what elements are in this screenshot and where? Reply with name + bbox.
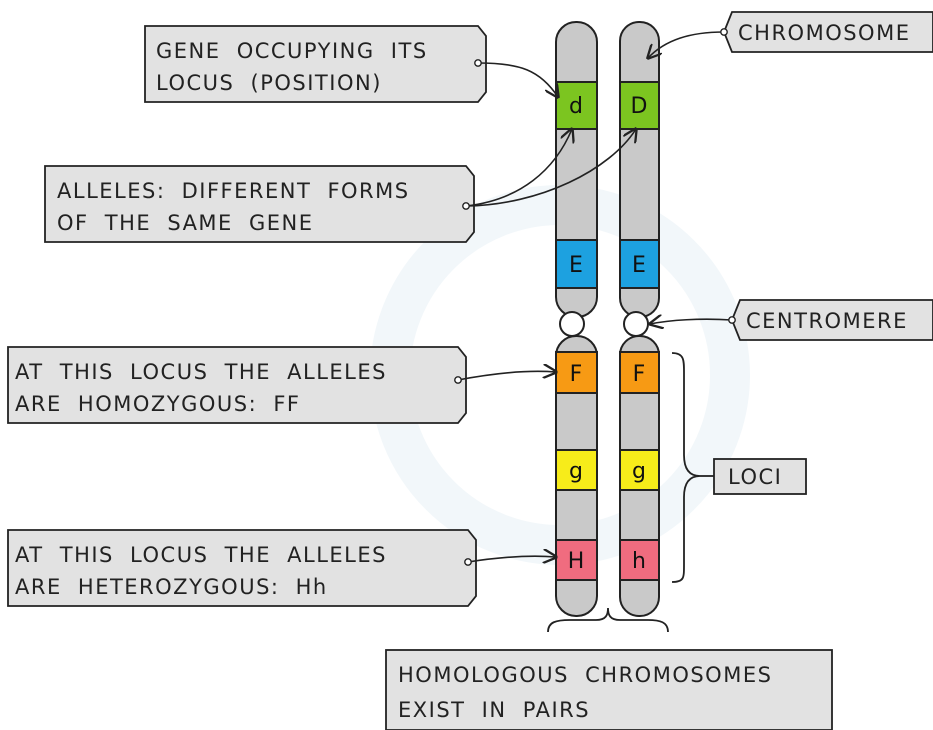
right-band-g-letter: g xyxy=(632,459,646,484)
left-centromere xyxy=(559,311,585,337)
heterozygous-line-1: AT THIS LOCUS THE ALLELES xyxy=(15,543,387,567)
gene-locus-line-2: LOCUS (POSITION) xyxy=(156,71,382,95)
loci-label: LOCI xyxy=(728,465,782,489)
left-band-letters: d E F g H xyxy=(568,94,585,574)
homozygous-line-2: ARE HOMOZYGOUS: FF xyxy=(15,392,301,416)
alleles-box xyxy=(44,165,475,243)
right-band-d xyxy=(619,81,660,130)
left-band-h-letter: H xyxy=(568,549,585,574)
gene-locus-line-1: GENE OCCUPYING ITS xyxy=(156,39,428,63)
heterozygous-arrow-tail xyxy=(464,558,472,566)
right-band-h-letter: h xyxy=(632,549,646,574)
alleles-line-1: ALLELES: DIFFERENT FORMS xyxy=(57,179,410,203)
homologous-line-2: EXIST IN PAIRS xyxy=(398,698,590,722)
homozygous-arrow xyxy=(457,371,556,381)
right-band-e xyxy=(619,239,660,289)
right-band-d-letter: D xyxy=(631,94,648,119)
heterozygous-line-2: ARE HETEROZYGOUS: Hh xyxy=(15,575,328,599)
right-band-f-letter: F xyxy=(633,362,646,387)
centromere-label: CENTROMERE xyxy=(746,309,908,333)
chromosome-arrow xyxy=(648,31,725,58)
chromosome-arrow-tail xyxy=(720,28,728,36)
gene-locus-arrow-tail xyxy=(474,59,482,67)
centromere-arrow-tail xyxy=(728,316,736,324)
right-centromere xyxy=(623,311,649,337)
alleles-arrow-tail xyxy=(462,202,470,210)
right-band-f xyxy=(619,351,660,394)
left-chromosome xyxy=(555,21,598,617)
left-band-h xyxy=(555,539,598,581)
loci-box xyxy=(713,458,807,495)
alleles-arrow-to-D xyxy=(465,129,636,207)
homozygous-box xyxy=(7,346,467,424)
left-band-f-letter: F xyxy=(570,362,583,387)
homologous-line-1: HOMOLOGOUS CHROMOSOMES xyxy=(398,663,772,687)
heterozygous-box xyxy=(7,529,477,607)
alleles-line-2: OF THE SAME GENE xyxy=(57,211,314,235)
left-band-g-letter: g xyxy=(569,459,583,484)
right-band-e-letter: E xyxy=(632,253,646,278)
gene-locus-box xyxy=(144,25,487,103)
left-band-e-letter: E xyxy=(569,253,583,278)
right-band-g xyxy=(619,449,660,491)
left-band-d xyxy=(555,81,598,130)
gene-locus-arrow xyxy=(477,62,558,97)
left-band-d-letter: d xyxy=(569,94,583,119)
homologous-box xyxy=(385,649,833,730)
centromere-arrow xyxy=(650,319,733,324)
homozygous-arrow-tail xyxy=(454,376,462,384)
right-chromosome xyxy=(619,21,660,617)
homozygous-line-1: AT THIS LOCUS THE ALLELES xyxy=(15,360,387,384)
heterozygous-arrow xyxy=(467,556,556,562)
left-band-e xyxy=(555,239,598,289)
homologous-brace xyxy=(547,607,669,633)
left-band-f xyxy=(555,351,598,394)
right-band-h xyxy=(619,539,660,581)
chromosome-label: CHROMOSOME xyxy=(738,21,910,45)
left-band-g xyxy=(555,449,598,491)
alleles-arrow-to-d xyxy=(465,129,572,207)
right-band-letters: D E F g h xyxy=(631,94,648,574)
